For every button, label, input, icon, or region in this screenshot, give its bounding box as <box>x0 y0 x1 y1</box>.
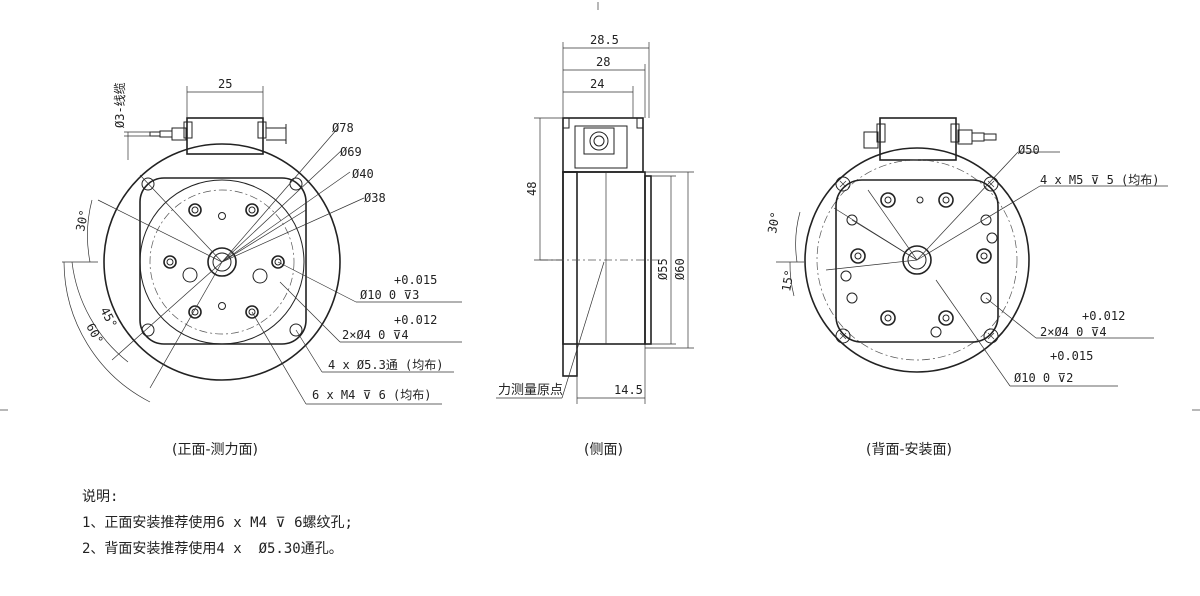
notes-line-1: 1、正面安装推荐使用6 x M4 ⊽ 6螺纹孔; <box>82 515 353 531</box>
front-dim-d40: Ø40 <box>352 167 374 181</box>
front-hole-2: 2×Ø4 0 ⊽4 <box>342 328 409 342</box>
back-tol-1: +0.012 <box>1082 309 1125 323</box>
notes-title: 说明: <box>82 489 119 505</box>
side-dim-14-5: 14.5 <box>614 383 643 397</box>
notes-block: 说明: 1、正面安装推荐使用6 x M4 ⊽ 6螺纹孔; 2、背面安装推荐使用4… <box>82 484 353 562</box>
front-dim-cable: Ø3-线缆 <box>113 82 127 128</box>
side-dim-28: 28 <box>596 55 610 69</box>
side-dim-28-5: 28.5 <box>590 33 619 47</box>
front-angle-30: 30° <box>73 208 91 232</box>
front-tol-1: +0.015 <box>394 273 437 287</box>
back-tol-2: +0.015 <box>1050 349 1093 363</box>
front-dim-25: 25 <box>218 77 232 91</box>
back-dim-m5: 4 x M5 ⊽ 5 (均布) <box>1040 173 1159 187</box>
back-view-caption: (背面-安装面) <box>866 442 952 458</box>
back-angle-15: 15° <box>779 269 797 293</box>
side-dim-24: 24 <box>590 77 604 91</box>
front-dim-d69: Ø69 <box>340 145 362 159</box>
front-hole-3: 4 x Ø5.3通 (均布) <box>328 358 443 372</box>
front-hole-4: 6 x M4 ⊽ 6 (均布) <box>312 388 431 402</box>
side-view: 28.5 28 24 48 Ø55 Ø60 14.5 力测量原点 (侧面) <box>496 33 694 458</box>
notes-line-2: 2、背面安装推荐使用4 x Ø5.30通孔。 <box>82 541 343 557</box>
side-dim-d55: Ø55 <box>656 258 670 280</box>
back-angle-30: 30° <box>765 211 783 235</box>
back-hole-2: Ø10 0 ⊽2 <box>1014 371 1073 385</box>
back-dim-d50: Ø50 <box>1018 143 1040 157</box>
front-dim-d38: Ø38 <box>364 191 386 205</box>
back-view: Ø50 4 x M5 ⊽ 5 (均布) 30° 15° +0.012 2×Ø4 … <box>765 117 1168 458</box>
front-angle-45: 45° <box>97 305 120 331</box>
front-view: 25 Ø3-线缆 Ø78 Ø69 Ø40 Ø38 30° 45° 60° +0.… <box>62 77 462 458</box>
side-origin-label: 力测量原点 <box>498 383 563 398</box>
front-tol-2: +0.012 <box>394 313 437 327</box>
side-view-caption: (侧面) <box>584 442 623 458</box>
front-hole-1: Ø10 0 ⊽3 <box>360 288 419 302</box>
back-hole-1: 2×Ø4 0 ⊽4 <box>1040 325 1107 339</box>
front-view-caption: (正面-测力面) <box>172 442 258 458</box>
side-dim-48: 48 <box>525 182 539 196</box>
side-dim-d60: Ø60 <box>673 258 687 280</box>
front-dim-d78: Ø78 <box>332 121 354 135</box>
